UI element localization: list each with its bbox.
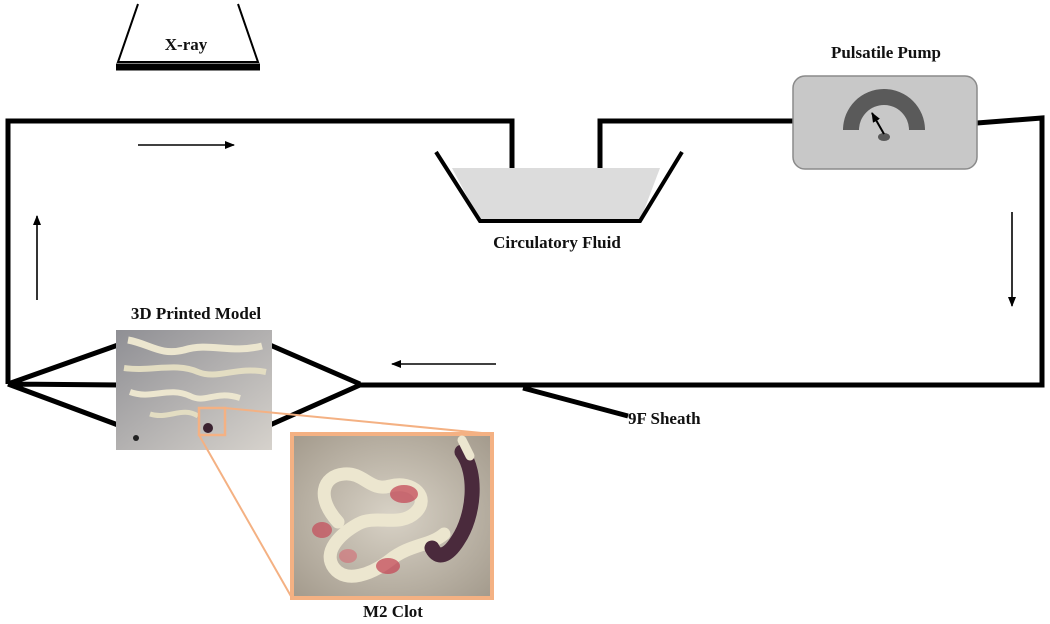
xray-source: X-ray: [116, 3, 260, 71]
gauge-icon: [843, 89, 925, 141]
sheath: 9F Sheath: [522, 385, 701, 428]
tube-model-right: [268, 342, 362, 428]
tube-pump-out: [358, 115, 1045, 388]
zoom-region: [197, 406, 227, 437]
pump-label: Pulsatile Pump: [831, 43, 941, 62]
clot-photo: M2 Clot: [290, 432, 494, 621]
flow-arrows: [33, 141, 1016, 368]
fluid-label: Circulatory Fluid: [493, 233, 621, 252]
model-label: 3D Printed Model: [131, 304, 262, 323]
zoom-connectors: [198, 407, 493, 599]
tube-right-top: [597, 118, 793, 178]
xray-label: X-ray: [165, 35, 208, 54]
fluid-reservoir: Circulatory Fluid: [434, 150, 684, 252]
sheath-label: 9F Sheath: [628, 409, 701, 428]
model-photo: 3D Printed Model: [116, 304, 272, 450]
tube-left-top: [5, 118, 515, 384]
tube-model-left: [7, 342, 121, 428]
tubing-loop: [5, 115, 1045, 428]
pulsatile-pump: Pulsatile Pump: [792, 43, 978, 170]
clot-label: M2 Clot: [363, 602, 423, 621]
